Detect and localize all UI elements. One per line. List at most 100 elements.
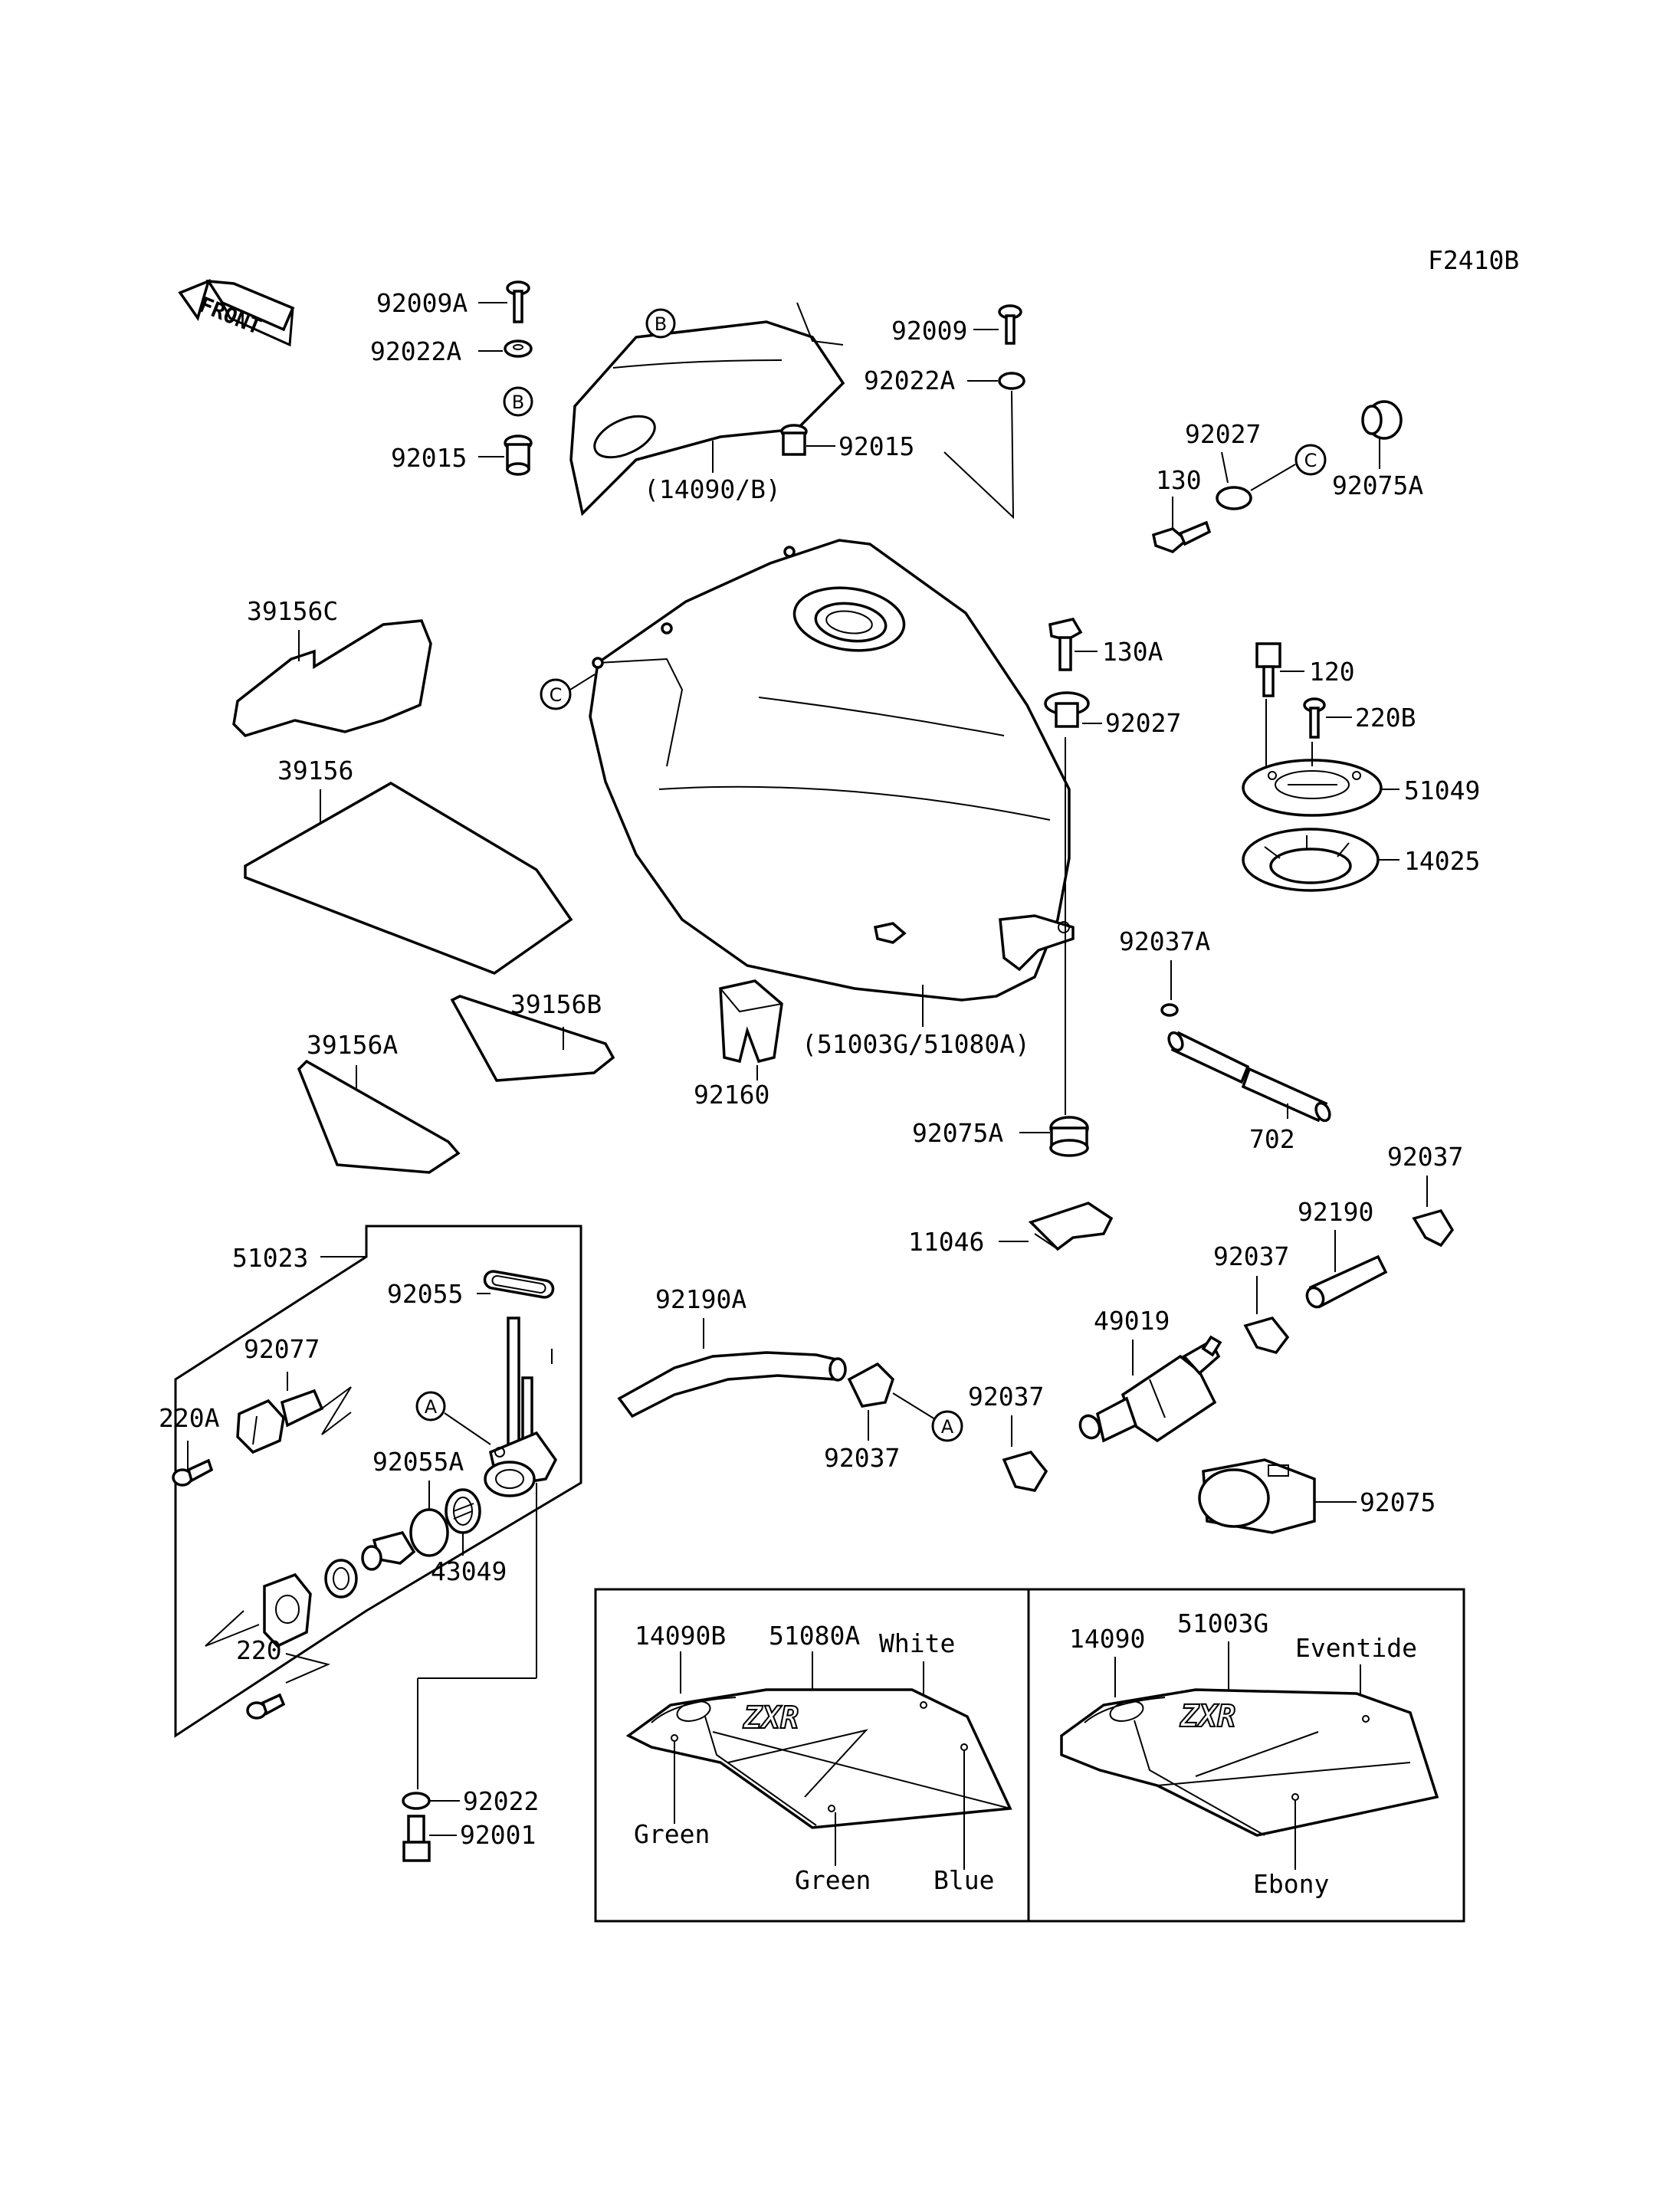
label-92075a-bot: 92075A [912, 1118, 1003, 1148]
label-92009: 92009 [891, 316, 967, 346]
bolt-icon [1255, 642, 1281, 697]
callout-a-hose [931, 1410, 963, 1442]
gasket-14025 [1242, 828, 1380, 892]
callout-b-top [645, 308, 676, 339]
washer-icon [504, 339, 533, 358]
fuel-filter-49019 [1078, 1335, 1222, 1443]
label-92055a: 92055A [372, 1447, 464, 1477]
pad-39156b [450, 995, 615, 1082]
plate-icon [263, 1572, 312, 1648]
label-220a: 220A [159, 1403, 220, 1433]
clip-icon [1412, 1208, 1455, 1248]
color-table [594, 1588, 1465, 1923]
pad-39156c [232, 619, 432, 737]
bolt-icon [1151, 520, 1212, 553]
logo-zxr-left: ZXR [743, 1700, 799, 1736]
label-11046: 11046 [908, 1227, 984, 1257]
seat-cover-14090b [569, 302, 845, 516]
label-92015-right: 92015 [838, 431, 914, 461]
lever-92077 [236, 1389, 324, 1454]
damper-92160 [719, 979, 783, 1064]
label-51003g-variant: 51003G [1177, 1608, 1268, 1638]
label-120: 120 [1309, 657, 1355, 687]
label-92027-top: 92027 [1185, 419, 1261, 449]
label-130a: 130A [1102, 637, 1163, 667]
washer-icon [1216, 486, 1252, 510]
clip-icon [847, 1362, 895, 1408]
label-92037-m: 92037 [1213, 1241, 1289, 1271]
grommet-92075 [1198, 1458, 1316, 1534]
clip-icon [1002, 1450, 1048, 1492]
label-92022: 92022 [463, 1786, 539, 1816]
label-14090b: (14090/B) [644, 474, 781, 504]
bolt-icon [1048, 618, 1083, 671]
screw-icon [246, 1693, 286, 1720]
label-92055: 92055 [387, 1279, 463, 1309]
label-92037-r: 92037 [1387, 1142, 1463, 1172]
svg-text:B: B [655, 313, 667, 335]
tank-variant-eventide: 14090 51003G Eventide ZXR Ebony [1060, 1608, 1439, 1899]
label-14090b-variant: 14090B [635, 1621, 726, 1651]
fuel-cock-body [484, 1317, 558, 1497]
callout-c-top [1294, 444, 1327, 476]
color-green-bottom: Green [795, 1865, 871, 1895]
label-49019: 49019 [1094, 1306, 1170, 1336]
label-51023: 51023 [232, 1243, 308, 1273]
color-eventide: Eventide [1295, 1633, 1417, 1663]
label-92075: 92075 [1360, 1487, 1436, 1517]
label-92160: 92160 [694, 1080, 769, 1110]
valve-core-icon [361, 1530, 416, 1571]
color-blue: Blue [934, 1865, 994, 1895]
hose-92190 [1305, 1254, 1388, 1309]
label-92037a: 92037A [1119, 926, 1210, 956]
color-ebony: Ebony [1253, 1869, 1329, 1899]
strainer-43049 [445, 1488, 481, 1534]
pad-39156 [244, 781, 573, 975]
bolt-icon [402, 1815, 431, 1862]
callout-b-left [503, 386, 533, 417]
label-92027-mid: 92027 [1105, 708, 1181, 738]
collar-icon [780, 424, 808, 456]
label-39156a: 39156A [307, 1030, 398, 1060]
color-green-left: Green [634, 1819, 710, 1849]
grommet-icon [1361, 400, 1403, 440]
svg-text:C: C [550, 684, 563, 706]
label-92037-a: 92037 [824, 1443, 900, 1473]
label-92015-left: 92015 [391, 443, 467, 473]
label-220: 220 [236, 1635, 282, 1665]
fuel-tank-51003g [589, 539, 1075, 1002]
label-43049: 43049 [431, 1556, 507, 1586]
label-14025: 14025 [1404, 846, 1480, 876]
label-39156b: 39156B [510, 989, 602, 1019]
tank-variant-white: 14090B 51080A White ZXR Green Green Blue [625, 1621, 1012, 1895]
oring-icon [324, 1559, 358, 1599]
fuel-cock-frame [174, 1225, 582, 1738]
cap-51049 [1242, 759, 1383, 817]
callout-a-cock [415, 1391, 446, 1421]
label-130: 130 [1156, 465, 1202, 495]
washer-icon [998, 372, 1025, 390]
grommet-icon [1049, 1116, 1089, 1157]
screw-icon [998, 304, 1022, 345]
oring-92055a [409, 1508, 449, 1557]
pad-39156a [297, 1059, 461, 1174]
front-arrow-icon: FRONT [178, 279, 295, 347]
label-92075a-top: 92075A [1332, 471, 1423, 500]
label-51049: 51049 [1404, 776, 1480, 805]
label-51003g-51080a: (51003G/51080A) [802, 1029, 1030, 1059]
svg-text:B: B [512, 392, 524, 413]
logo-zxr-right: ZXR [1180, 1699, 1235, 1734]
bracket-11046 [1028, 1202, 1114, 1251]
screw-icon [506, 280, 530, 323]
label-220b: 220B [1355, 703, 1416, 733]
label-92022a-left: 92022A [370, 336, 461, 366]
screw-icon [1303, 697, 1326, 739]
svg-text:C: C [1304, 450, 1317, 471]
hose-92190a [617, 1351, 847, 1418]
figure-code: F2410B [1428, 245, 1519, 275]
svg-text:A: A [941, 1416, 954, 1438]
gasket-92055 [483, 1270, 555, 1299]
svg-text:A: A [425, 1396, 438, 1418]
label-92001: 92001 [460, 1820, 536, 1850]
